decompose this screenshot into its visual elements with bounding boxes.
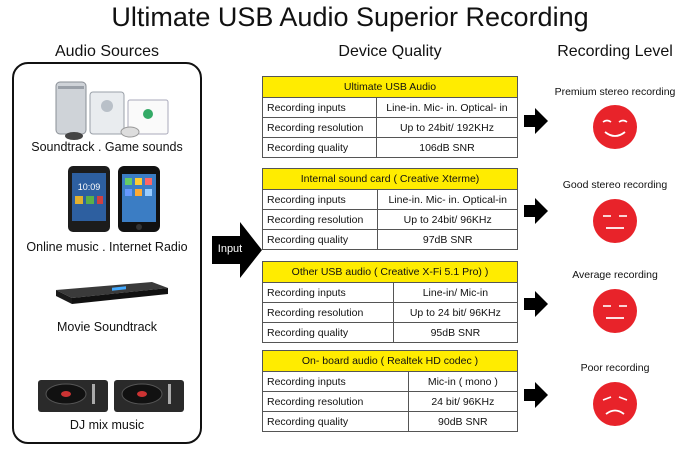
row-label: Recording quality (262, 322, 394, 343)
row-label: Recording inputs (262, 97, 377, 118)
row-value: 24 bit/ 96KHz (407, 391, 519, 412)
level-label-good: Good stereo recording (562, 179, 668, 191)
arrow-right-icon (524, 382, 548, 408)
device-name: On- board audio ( Realtek HD codec ) (262, 350, 518, 372)
source-label-movie: Movie Soundtrack (56, 320, 158, 334)
level-label-premium: Premium stereo recording (554, 86, 676, 98)
device-table-other-usb: Other USB audio ( Creative X-Fi 5.1 Pro)… (262, 261, 519, 343)
source-label-online: Online music . Internet Radio (26, 240, 188, 254)
source-label-game: Soundtrack . Game sounds (31, 140, 183, 154)
level-label-average: Average recording (572, 269, 658, 281)
level-label-poor: Poor recording (580, 362, 650, 374)
row-value: Up to 24bit/ 192KHz (375, 117, 519, 138)
device-table-internal: Internal sound card ( Creative Xterme) R… (261, 168, 518, 250)
source-label-dj: DJ mix music (69, 418, 145, 432)
smartphone-icon: 10:09 (68, 166, 160, 232)
row-label: Recording resolution (262, 302, 394, 323)
neutral-face-icon (593, 199, 637, 243)
heading-recording-level: Recording Level (557, 43, 673, 60)
row-label: Recording inputs (261, 189, 379, 210)
device-name: Ultimate USB Audio (262, 76, 518, 98)
arrow-right-icon (524, 108, 548, 134)
row-label: Recording quality (262, 137, 377, 158)
input-label: Input (217, 243, 243, 255)
device-name: Internal sound card ( Creative Xterme) (262, 168, 518, 190)
heading-audio-sources: Audio Sources (54, 43, 160, 60)
row-label: Recording inputs (262, 282, 394, 303)
row-label: Recording inputs (262, 371, 409, 392)
row-value: 106dB SNR (375, 137, 519, 158)
neutral-face-icon (593, 289, 637, 333)
row-value: Line-in. Mic- in. Optical-in (377, 189, 518, 210)
arrow-right-icon (524, 198, 548, 224)
dvd-player-icon (56, 282, 168, 304)
row-value: 90dB SNR (407, 411, 519, 432)
page-title: Ultimate USB Audio Superior Recording (111, 2, 589, 32)
sad-face-icon (593, 382, 637, 426)
row-label: Recording resolution (262, 117, 377, 138)
row-label: Recording resolution (262, 391, 409, 412)
arrow-right-icon (524, 291, 548, 317)
device-name: Other USB audio ( Creative X-Fi 5.1 Pro)… (262, 261, 518, 283)
row-value: Mic-in ( mono ) (407, 371, 519, 392)
heading-device-quality: Device Quality (338, 43, 442, 60)
svg-text:10:09: 10:09 (78, 182, 101, 192)
row-label: Recording quality (262, 411, 409, 432)
row-label: Recording quality (261, 229, 379, 250)
row-value: 95dB SNR (392, 322, 519, 343)
row-label: Recording resolution (261, 209, 379, 230)
audio-sources-panel (12, 62, 202, 444)
game-console-icon (55, 81, 169, 140)
row-value: Up to 24 bit/ 96KHz (392, 302, 519, 323)
happy-face-icon (593, 105, 637, 149)
device-table-onboard: On- board audio ( Realtek HD codec ) Rec… (262, 350, 519, 432)
row-value: 97dB SNR (377, 229, 518, 250)
row-value: Up to 24bit/ 96KHz (377, 209, 518, 230)
input-arrow-icon (212, 222, 262, 278)
turntable-icon (38, 380, 184, 412)
row-value: Line-in/ Mic-in (392, 282, 519, 303)
row-value: Line-in. Mic- in. Optical- in (375, 97, 519, 118)
